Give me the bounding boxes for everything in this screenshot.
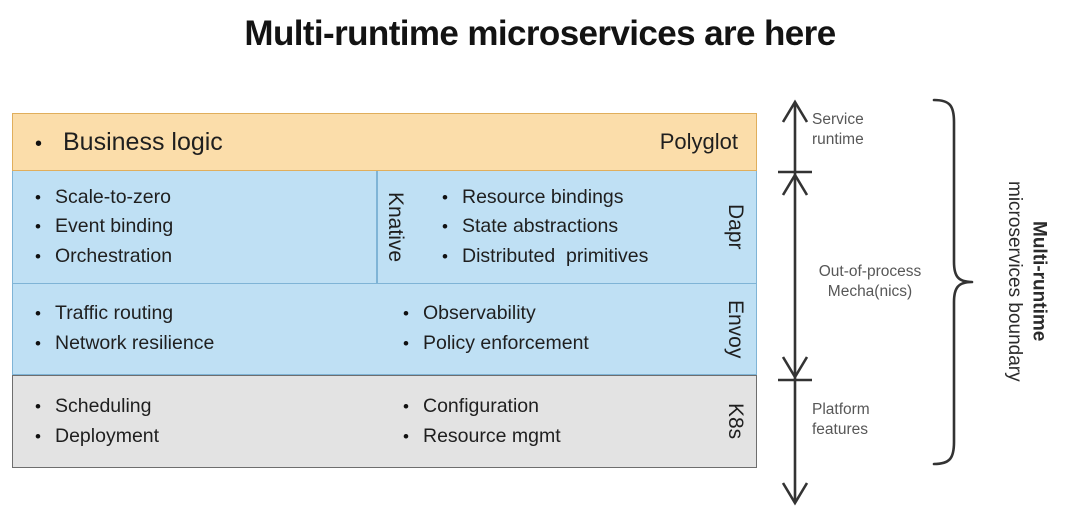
business-logic-content: • Business logic Polyglot (13, 123, 756, 161)
bullet-icon: • (403, 334, 409, 353)
bullet-icon: • (35, 426, 41, 446)
segment-label-platform-features: Platform features (812, 400, 922, 440)
bullet-icon: • (403, 396, 409, 416)
vertical-label-text: Knative (384, 191, 407, 263)
list-item: • Orchestration (35, 242, 376, 272)
segment-label-line2: Mecha(nics) (827, 283, 913, 301)
list-item-label: Observability (423, 302, 536, 325)
segment-label-line1: Out-of-process (818, 263, 922, 280)
list-item: • Resource bindings (442, 183, 718, 213)
bullet-icon: • (403, 304, 409, 324)
layer-business-logic: • Business logic Polyglot (12, 113, 757, 171)
list-item: • Configuration (403, 392, 718, 422)
list-item: • Distributed primitives (442, 242, 718, 272)
cell-knative: • Scale-to-zero • Event binding • Orches… (13, 171, 377, 283)
list-item-label: Network resilience (55, 332, 215, 354)
segment-label-line2: features (812, 421, 869, 439)
boundary-label-line1: Multi-runtime (1028, 220, 1050, 342)
page-title: Multi-runtime microservices are here (244, 14, 836, 53)
list-item-label: Event binding (55, 215, 174, 238)
list-item-label: Configuration (423, 394, 539, 417)
layer-knative-dapr: • Scale-to-zero • Event binding • Orches… (12, 171, 757, 284)
bullet-icon: • (403, 426, 409, 446)
list-item-label: Orchestration (55, 244, 173, 267)
vertical-label-text: Dapr (724, 204, 747, 250)
list-item: • State abstractions (442, 212, 718, 242)
segment-label-line2: runtime (812, 131, 864, 149)
bullet-icon: • (442, 187, 448, 207)
bullet-icon: • (35, 246, 41, 266)
boundary-brace-icon (932, 98, 974, 466)
vertical-label-dapr: Dapr (718, 171, 756, 283)
segment-label-out-of-process-mecha: Out-of-process Mecha(nics) (790, 262, 950, 302)
layer-knative-dapr-cells: • Scale-to-zero • Event binding • Orches… (13, 171, 756, 283)
list-item-label: Policy enforcement (423, 332, 589, 354)
layer-envoy: • Traffic routing • Network resilience •… (12, 284, 757, 375)
cell-k8s-right: • Configuration • Resource mgmt (377, 376, 718, 467)
cell-dapr: • Resource bindings • State abstractions… (416, 171, 718, 283)
list-item: • Network resilience (35, 329, 377, 359)
bullet-icon: • (35, 133, 43, 155)
vertical-label-knative: Knative (377, 171, 416, 283)
list-item-label: Deployment (55, 424, 160, 447)
bullet-icon: • (35, 304, 41, 324)
vertical-label-text: K8s (724, 403, 747, 440)
list-item: • Event binding (35, 212, 376, 242)
segment-label-line1: Service (812, 111, 864, 128)
boundary-label-line2: microservices boundary (1004, 180, 1025, 382)
list-item: • Traffic routing (35, 299, 377, 329)
layer-k8s: • Scheduling • Deployment • Configuratio… (12, 375, 757, 468)
segment-label-line1: Platform (812, 401, 870, 418)
vertical-label-envoy: Envoy (718, 284, 756, 374)
list-item-label: Resource mgmt (423, 424, 561, 447)
segment-measure-arrow (778, 99, 812, 506)
list-item: • Scale-to-zero (35, 183, 376, 213)
list-item-label: Scale-to-zero (55, 185, 171, 208)
bullet-icon: • (442, 217, 448, 237)
list-item: • Resource mgmt (403, 422, 718, 452)
cell-k8s-left: • Scheduling • Deployment (13, 376, 377, 467)
list-item: • Business logic (35, 123, 223, 161)
architecture-layer-stack: • Business logic Polyglot • Scale-to-zer… (12, 113, 757, 468)
layer-k8s-cells: • Scheduling • Deployment • Configuratio… (13, 376, 756, 467)
list-item: • Policy enforcement (403, 329, 718, 359)
list-item-label: Scheduling (55, 394, 152, 417)
list-item: • Scheduling (35, 392, 377, 422)
bullet-icon: • (442, 246, 448, 266)
list-item-label: Business logic (63, 128, 223, 156)
cell-envoy-right: • Observability • Policy enforcement (377, 284, 718, 374)
vertical-label-k8s: K8s (718, 376, 756, 467)
polyglot-note: Polyglot (659, 129, 738, 154)
cell-envoy-left: • Traffic routing • Network resilience (13, 284, 377, 374)
bullet-icon: • (35, 217, 41, 237)
bullet-icon: • (35, 396, 41, 416)
layer-envoy-cells: • Traffic routing • Network resilience •… (13, 284, 756, 374)
list-item-label: State abstractions (462, 215, 619, 238)
boundary-label-text: Multi-runtime microservices boundary (1002, 181, 1051, 382)
vertical-label-text: Envoy (724, 299, 747, 359)
segment-label-service-runtime: Service runtime (812, 110, 922, 150)
list-item: • Deployment (35, 422, 377, 452)
list-item-label: Resource bindings (462, 185, 624, 208)
bullet-icon: • (35, 334, 41, 353)
boundary-label: Multi-runtime microservices boundary (986, 96, 1066, 466)
list-item-label: Distributed primitives (462, 244, 649, 267)
bullet-icon: • (35, 187, 41, 207)
list-item: • Observability (403, 299, 718, 329)
list-item-label: Traffic routing (55, 302, 174, 325)
